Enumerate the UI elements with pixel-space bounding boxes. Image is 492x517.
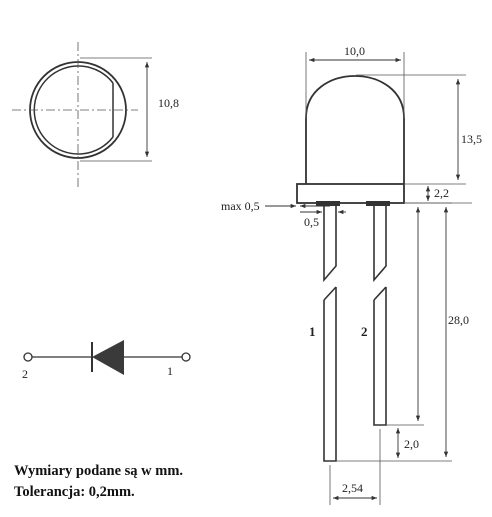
lead-1: [323, 205, 337, 462]
lead-difference-label: 2,0: [404, 437, 419, 451]
symbol-terminal-left: [23, 352, 33, 362]
lead-width-label: 0,5: [304, 215, 319, 229]
flange-height-label: 2,2: [434, 186, 449, 200]
led-flange: [296, 183, 405, 204]
symbol-pin-right-label: 1: [167, 364, 173, 378]
symbol-terminal-right: [181, 352, 191, 362]
diode-symbol: 2 1: [22, 340, 191, 381]
tolerance-note: Tolerancja: 0,2mm.: [14, 484, 135, 500]
lead-length-label: 28,0: [448, 313, 469, 327]
lead-2: [373, 205, 387, 426]
top-view: 10,8: [12, 42, 179, 190]
lens-width-label: 10,0: [344, 44, 365, 58]
units-note: Wymiary podane są w mm.: [14, 463, 184, 479]
diameter-label: 10,8: [158, 96, 179, 110]
max-offset-label: max 0,5: [221, 199, 260, 213]
lead-2-anchor: [366, 201, 390, 206]
side-view: 1 2 10,0 13,5 2,2 max 0,5 0,5 28,0: [221, 44, 482, 505]
symbol-diode-triangle: [92, 340, 124, 375]
lead-1-anchor: [316, 201, 340, 206]
lead-2-label: 2: [361, 324, 368, 339]
lead-pitch-label: 2,54: [342, 481, 363, 495]
lead-1-label: 1: [309, 324, 316, 339]
led-lens-dome: [305, 75, 405, 184]
symbol-pin-left-label: 2: [22, 367, 28, 381]
lens-height-label: 13,5: [461, 132, 482, 146]
